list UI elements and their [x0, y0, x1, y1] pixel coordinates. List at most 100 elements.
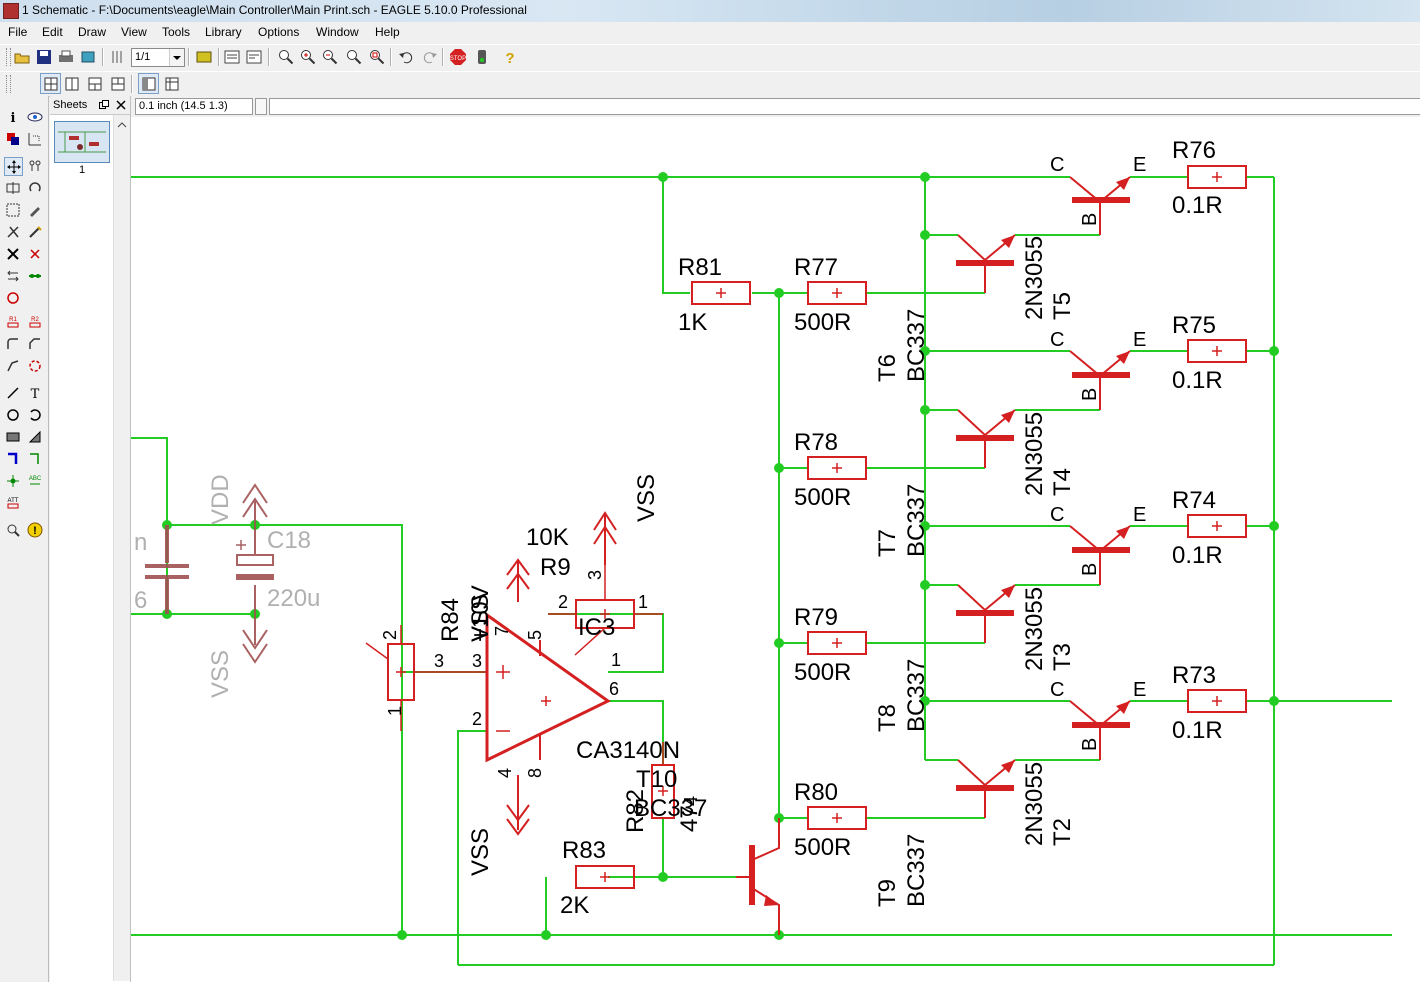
wire-icon[interactable]	[4, 384, 22, 402]
title-bar: 1 Schematic - F:\Documents\eagle\Main Co…	[0, 0, 1420, 22]
toolbar-grip[interactable]	[6, 48, 11, 66]
value-icon[interactable]: R2	[26, 313, 44, 331]
change-icon[interactable]	[26, 201, 44, 219]
r82-name: R82	[622, 789, 649, 833]
layout-top-icon[interactable]	[85, 74, 105, 94]
undo-icon[interactable]	[396, 47, 416, 67]
command-button[interactable]	[255, 98, 267, 115]
power-transistors[interactable]	[1069, 176, 1131, 760]
replace-icon[interactable]	[4, 289, 22, 307]
miter-icon[interactable]	[26, 335, 44, 353]
label-icon[interactable]: ABC	[26, 472, 44, 490]
capacitor-c18[interactable]	[145, 483, 274, 664]
attribute-icon[interactable]: ATT	[4, 494, 22, 512]
layout-grid-icon[interactable]	[108, 74, 128, 94]
mark-icon[interactable]	[26, 130, 44, 148]
script-icon[interactable]	[222, 47, 242, 67]
menu-window[interactable]: Window	[316, 25, 359, 39]
circle-icon[interactable]	[4, 406, 22, 424]
t10-value: BC337	[634, 795, 707, 822]
cut-icon[interactable]	[4, 223, 22, 241]
menu-library[interactable]: Library	[205, 25, 242, 39]
print-icon[interactable]	[56, 47, 76, 67]
go-icon[interactable]	[472, 47, 492, 67]
junction-icon[interactable]	[4, 472, 22, 490]
menu-help[interactable]: Help	[375, 25, 400, 39]
scroll-up-icon[interactable]	[114, 119, 130, 131]
zoom-fit-icon[interactable]	[276, 47, 296, 67]
mirror-icon[interactable]	[4, 179, 22, 197]
copy-icon[interactable]	[26, 157, 44, 175]
command-line-input[interactable]	[269, 98, 1420, 115]
menu-tools[interactable]: Tools	[162, 25, 191, 39]
r80-value: 500R	[794, 834, 851, 861]
svg-text:E: E	[1133, 504, 1146, 526]
close-panel-icon[interactable]	[116, 100, 126, 110]
stop-icon[interactable]: STOP	[448, 47, 468, 67]
driver-transistors[interactable]	[736, 234, 1016, 935]
float-panel-icon[interactable]	[99, 100, 109, 110]
svg-text:STOP: STOP	[450, 56, 466, 62]
open-icon[interactable]	[12, 47, 32, 67]
arc-icon[interactable]	[26, 406, 44, 424]
sheet-number: 1	[78, 164, 86, 176]
chevron-down-icon[interactable]	[169, 49, 184, 66]
move-icon[interactable]	[4, 157, 23, 176]
gateswap-icon[interactable]	[26, 267, 44, 285]
r84-name: R84	[437, 598, 464, 642]
net-wires[interactable]	[131, 176, 1392, 966]
pinswap-icon[interactable]	[4, 267, 22, 285]
delete-icon[interactable]	[4, 245, 22, 263]
help-icon[interactable]: ?	[500, 47, 520, 67]
errors-icon[interactable]: !	[26, 521, 44, 539]
invoke-icon[interactable]	[26, 357, 44, 375]
panel-layout-icon[interactable]	[162, 74, 182, 94]
eagle-app-icon[interactable]	[3, 3, 19, 19]
schematic-drawing[interactable]: R76 0.1R R75 0.1R R74 0.1R R73 0.1R R81 …	[131, 117, 1420, 982]
menu-edit[interactable]: Edit	[42, 25, 63, 39]
smash-icon[interactable]	[4, 335, 22, 353]
sheets-scrollbar[interactable]	[113, 115, 130, 981]
schematic-canvas[interactable]: R76 0.1R R75 0.1R R74 0.1R R73 0.1R R81 …	[131, 117, 1420, 982]
name-icon[interactable]: R1	[4, 313, 22, 331]
zoom-in-icon[interactable]	[298, 47, 318, 67]
toolbar-grip[interactable]	[6, 75, 11, 93]
board-switch-icon[interactable]	[107, 47, 127, 67]
zoom-select[interactable]: 1/1	[131, 48, 185, 67]
save-icon[interactable]	[34, 47, 54, 67]
ic3-name: IC3	[578, 614, 615, 641]
group-icon[interactable]	[4, 201, 22, 219]
show-icon[interactable]	[26, 108, 44, 126]
rotate-icon[interactable]	[26, 179, 44, 197]
resistor-bodies[interactable]	[387, 165, 1247, 889]
zoom-out-icon[interactable]	[320, 47, 340, 67]
menu-options[interactable]: Options	[258, 25, 300, 39]
zoom-redraw-icon[interactable]	[344, 47, 364, 67]
text-icon[interactable]: T	[26, 384, 44, 402]
use-library-icon[interactable]	[194, 47, 214, 67]
menu-draw[interactable]: Draw	[78, 25, 107, 39]
sheets-panel: Sheets 1	[50, 96, 131, 982]
polygon-icon[interactable]	[26, 428, 44, 446]
net-icon[interactable]	[26, 450, 44, 468]
paste-icon[interactable]	[26, 223, 44, 241]
rect-icon[interactable]	[4, 428, 22, 446]
erc-icon[interactable]	[4, 521, 22, 539]
layout-split-icon[interactable]	[40, 73, 61, 94]
info-icon[interactable]: i	[4, 108, 22, 126]
cam-processor-icon[interactable]	[78, 47, 98, 67]
zoom-area-icon[interactable]	[367, 47, 387, 67]
redo-icon[interactable]	[420, 47, 440, 67]
display-layers-icon[interactable]	[4, 130, 22, 148]
sheet-thumbnail[interactable]	[54, 121, 110, 163]
ulp-icon[interactable]	[244, 47, 264, 67]
add-icon[interactable]	[26, 245, 44, 263]
layout-left-icon[interactable]	[62, 74, 82, 94]
panel-sheets-icon[interactable]	[138, 73, 159, 94]
bus-icon[interactable]	[4, 450, 22, 468]
menu-view[interactable]: View	[121, 25, 147, 39]
split-icon[interactable]	[4, 357, 22, 375]
t2-name: T2	[1049, 818, 1076, 846]
opamp-ic3[interactable]	[485, 585, 611, 795]
menu-file[interactable]: File	[8, 25, 28, 39]
